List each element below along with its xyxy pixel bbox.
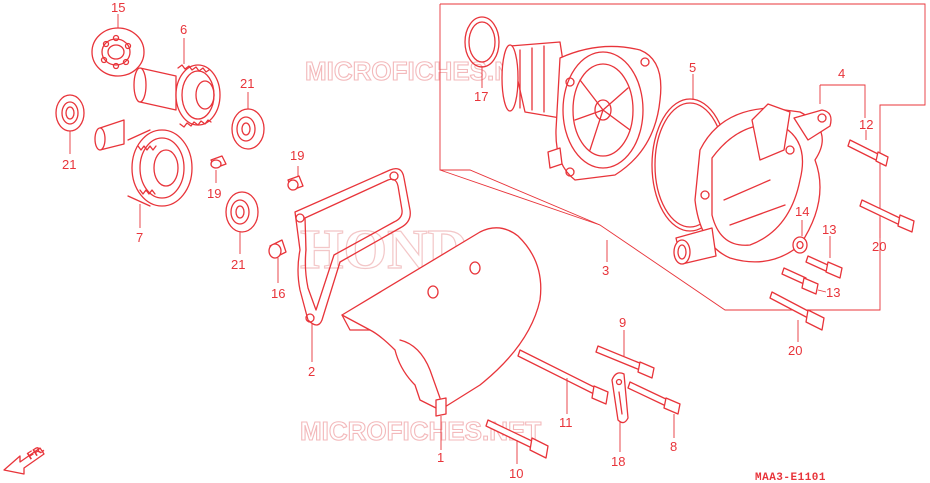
bolt-12 bbox=[847, 130, 889, 167]
callout-21-upper: 21 bbox=[240, 76, 254, 91]
bearing-21-left bbox=[55, 94, 85, 154]
callout-5: 5 bbox=[689, 60, 696, 75]
bearing-15 bbox=[91, 14, 145, 77]
callout-19-left: 19 bbox=[207, 186, 221, 201]
callout-20-lower: 20 bbox=[788, 343, 802, 358]
callout-3: 3 bbox=[602, 263, 609, 278]
bolt-10 bbox=[485, 419, 549, 464]
callout-10: 10 bbox=[509, 466, 523, 481]
callout-13-lower: 13 bbox=[826, 285, 840, 300]
drawing-code: MAA3-E1101 bbox=[755, 472, 826, 483]
bearing-21-lower bbox=[225, 191, 259, 254]
bolt-13-upper bbox=[805, 236, 843, 279]
washer-14 bbox=[792, 220, 808, 254]
drive-gear-7 bbox=[94, 119, 193, 228]
callout-7: 7 bbox=[136, 230, 143, 245]
bolt-8 bbox=[627, 381, 681, 438]
bolt-9 bbox=[595, 330, 655, 379]
bolt-20-upper bbox=[859, 199, 915, 238]
gasket-2 bbox=[294, 167, 411, 362]
callout-15: 15 bbox=[111, 0, 125, 15]
callout-14: 14 bbox=[795, 204, 809, 219]
callout-16: 16 bbox=[271, 286, 285, 301]
callout-18: 18 bbox=[611, 454, 625, 469]
cover-1 bbox=[341, 227, 542, 450]
callout-8: 8 bbox=[670, 439, 677, 454]
callout-labels: 15 6 21 21 21 19 19 7 16 2 17 5 4 12 3 1… bbox=[62, 0, 886, 481]
callout-19-right: 19 bbox=[290, 148, 304, 163]
dowel-pin-19-left bbox=[210, 155, 227, 183]
bolt-11 bbox=[517, 349, 609, 414]
assembly-outline bbox=[439, 3, 926, 311]
gear-shaft-6 bbox=[133, 38, 221, 128]
callout-6: 6 bbox=[180, 22, 187, 37]
callout-21-lower: 21 bbox=[231, 257, 245, 272]
callout-20-upper: 20 bbox=[872, 239, 886, 254]
callout-13-upper: 13 bbox=[822, 222, 836, 237]
callout-9: 9 bbox=[619, 315, 626, 330]
collar-16 bbox=[268, 239, 287, 283]
bolt-13-lower bbox=[781, 267, 827, 295]
front-direction-arrow: FR. bbox=[3, 443, 47, 475]
callout-1: 1 bbox=[437, 450, 444, 465]
dowel-pin-19-right bbox=[287, 166, 304, 191]
callout-2: 2 bbox=[308, 364, 315, 379]
callout-11: 11 bbox=[559, 415, 573, 430]
o-ring-17 bbox=[464, 16, 500, 88]
water-pump-body bbox=[501, 41, 662, 181]
clamp-18 bbox=[611, 372, 629, 452]
pump-cover-4 bbox=[673, 84, 866, 265]
bolt-20-lower bbox=[769, 291, 825, 342]
bearing-21-upper bbox=[231, 92, 265, 150]
callout-4: 4 bbox=[838, 66, 845, 81]
callout-12: 12 bbox=[859, 117, 873, 132]
callout-21-left: 21 bbox=[62, 157, 76, 172]
callout-17: 17 bbox=[474, 89, 488, 104]
